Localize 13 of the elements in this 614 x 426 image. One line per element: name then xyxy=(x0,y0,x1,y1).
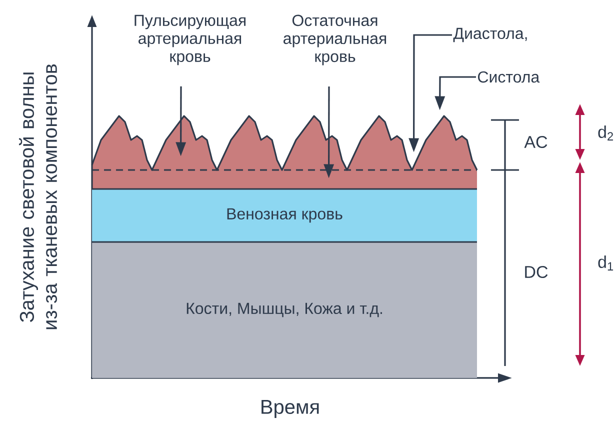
tissue-layer: Кости, Мышцы, Кожа и т.д. xyxy=(92,242,477,378)
callout-text: Систола xyxy=(478,71,540,83)
callout-text: Пульсирующая артериальная кровь xyxy=(134,14,246,66)
tissue-layer: Венозная кровь xyxy=(92,189,477,242)
dimension-label: DC xyxy=(525,266,548,278)
dimension-label: AC xyxy=(524,136,548,148)
dimension-label: d$_{1}$ xyxy=(598,256,614,270)
axis-label: Затухание световой волны из-за тканевых компонентов xyxy=(19,64,58,330)
axis-label: Время xyxy=(262,400,319,418)
callout-text: Диастола, xyxy=(453,28,527,42)
dimension-label: d$_{2}$ xyxy=(598,126,613,140)
callout-text: Остаточная артериальная кровь xyxy=(284,14,386,66)
arterial-blood-layer xyxy=(91,115,478,189)
